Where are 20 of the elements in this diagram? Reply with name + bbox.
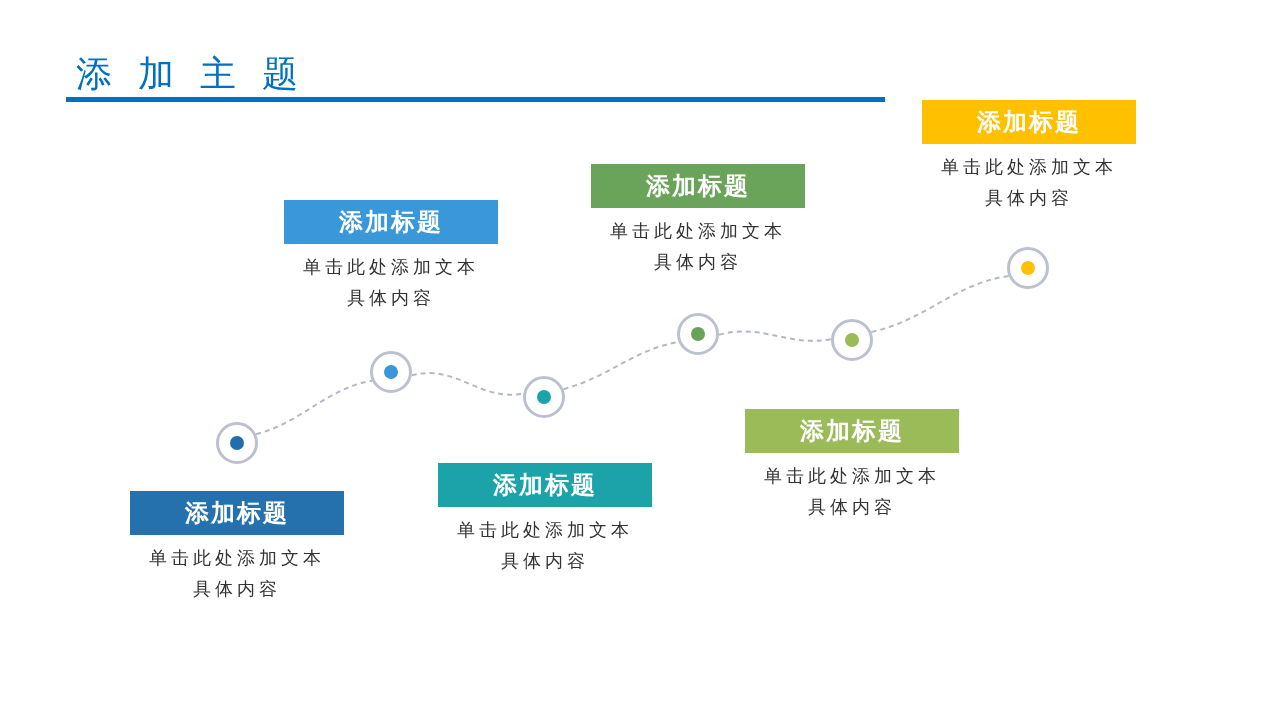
description-text: 单击此处添加文本具体内容 (763, 464, 941, 519)
box-title: 添加标题 (493, 469, 597, 501)
title-box (438, 463, 652, 507)
title-box (284, 200, 498, 244)
description-text: 单击此处添加文本具体内容 (302, 255, 480, 310)
title-box (922, 100, 1136, 144)
box-title: 添加标题 (977, 106, 1081, 138)
description-text: 单击此处添加文本具体内容 (609, 219, 787, 274)
box-title: 添加标题 (339, 206, 443, 238)
box-title: 添加标题 (646, 170, 750, 202)
description-text: 单击此处添加文本具体内容 (456, 518, 634, 573)
box-title: 添加标题 (800, 415, 904, 447)
title: 添加主题 (76, 52, 324, 96)
box-title: 添加标题 (185, 497, 289, 529)
description-text: 单击此处添加文本具体内容 (148, 546, 326, 601)
description-text: 单击此处添加文本具体内容 (940, 155, 1118, 210)
title-box (130, 491, 344, 535)
title-box (591, 164, 805, 208)
dashed-connector (718, 330, 832, 342)
title-box (745, 409, 959, 453)
